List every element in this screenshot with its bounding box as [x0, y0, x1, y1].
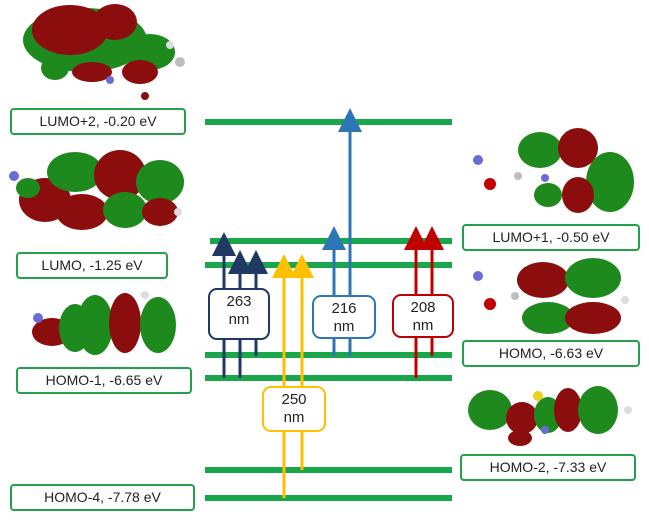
transition-208-value: 208 [410, 299, 436, 316]
transition-216-unit: nm [333, 318, 355, 335]
label-lumo2: LUMO+2, -0.20 eV [10, 108, 186, 135]
orbital-homo1 [32, 291, 176, 355]
label-homo: HOMO, -6.63 eV [462, 340, 640, 367]
label-lumo1: LUMO+1, -0.50 eV [462, 224, 640, 251]
label-homo1: HOMO-1, -6.65 eV [16, 367, 192, 394]
orbital-lumo2 [23, 4, 185, 100]
transition-250-value: 250 [281, 391, 307, 408]
orbital-homo [473, 258, 629, 334]
label-homo4: HOMO-4, -7.78 eV [10, 484, 195, 511]
transition-250-box: 250 nm [262, 386, 326, 432]
transition-216-value: 216 [331, 300, 357, 317]
label-homo2: HOMO-2, -7.33 eV [460, 454, 636, 481]
transition-216-box: 216 nm [312, 295, 376, 339]
orbital-lumo [9, 150, 184, 230]
transition-263-value: 263 [226, 293, 252, 310]
label-lumo: LUMO, -1.25 eV [16, 252, 168, 279]
arrows-250 [272, 254, 314, 498]
orbital-lumo1 [473, 128, 634, 213]
transition-208-box: 208 nm [392, 294, 454, 338]
transition-263-unit: nm [228, 311, 250, 328]
transition-208-unit: nm [412, 317, 434, 334]
transition-250-unit: nm [283, 409, 305, 426]
transition-263-box: 263 nm [208, 288, 270, 340]
orbital-homo2 [468, 386, 632, 446]
